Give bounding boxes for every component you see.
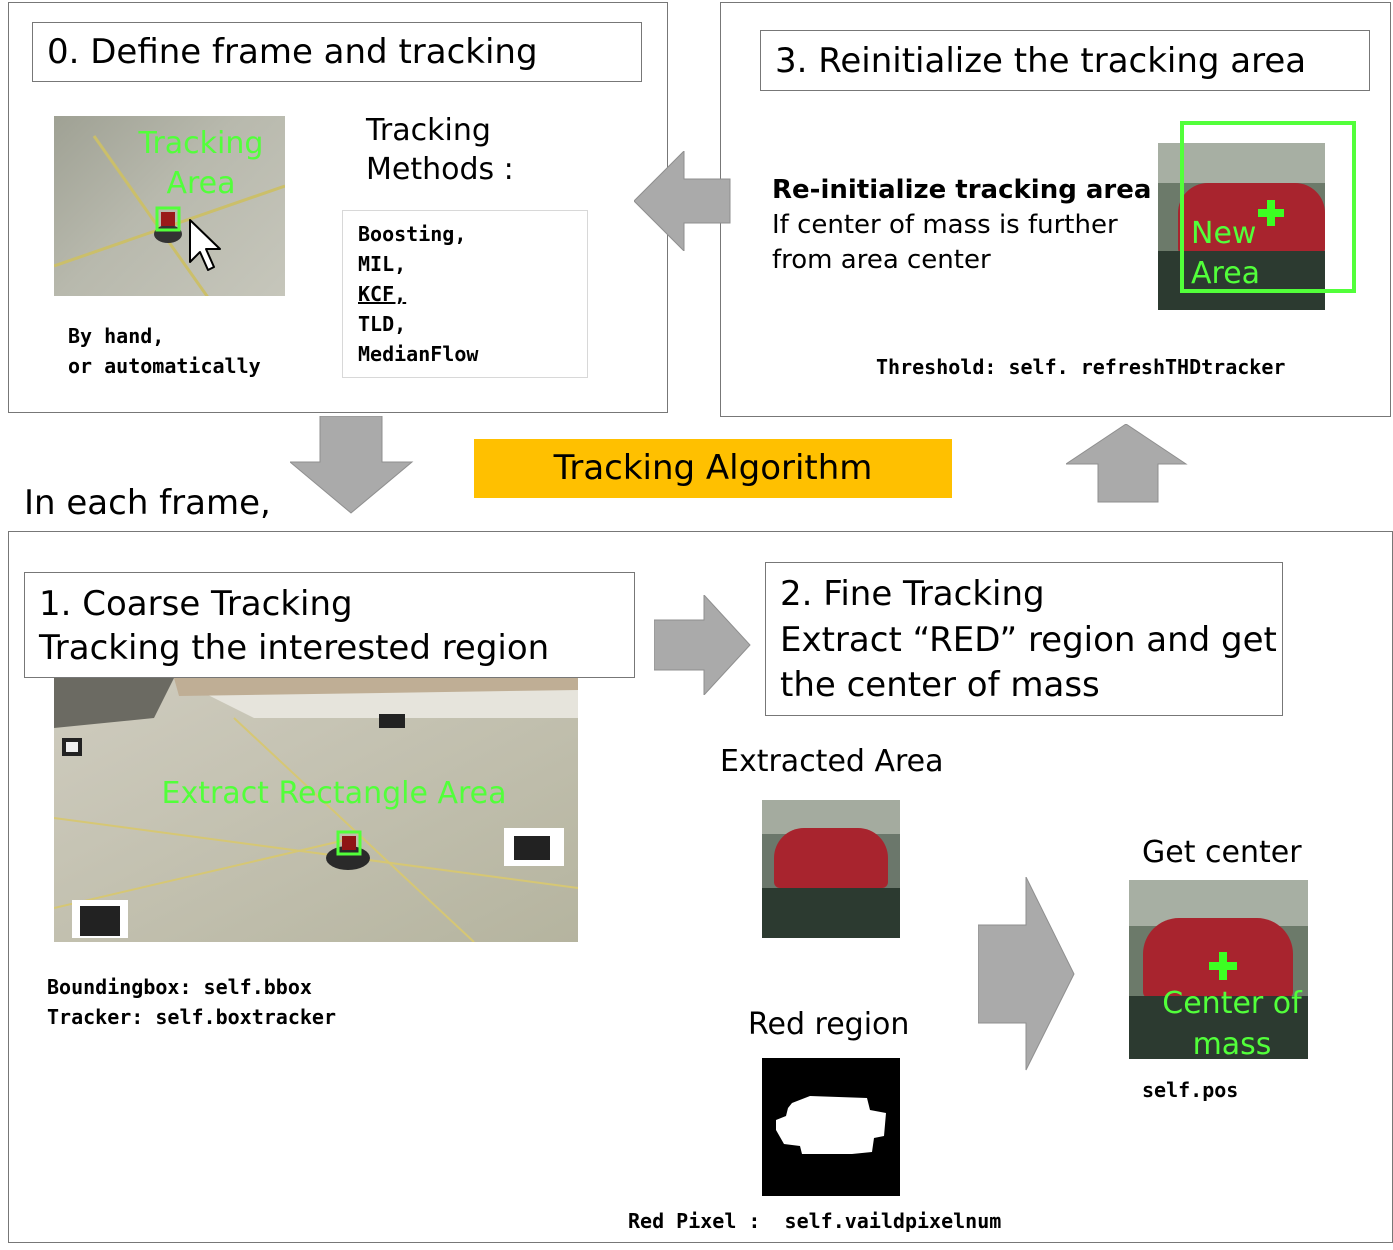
step1-subtitle: Tracking the interested region [39, 628, 550, 668]
step1-video-image: Extract Rectangle Area [54, 678, 578, 942]
step2-center-label: Get center [1142, 835, 1302, 870]
step2-red-pixel: Red Pixel : self.vaildpixelnum [628, 1209, 1002, 1233]
step2-red-label: Red region [748, 1007, 910, 1042]
arrow-right-icon [654, 595, 751, 695]
step3-new-area-rect [1180, 121, 1356, 293]
step3-image-label-line1: New [1191, 216, 1257, 251]
center-image-red [1143, 918, 1293, 998]
step0-methods-list: Boosting, MIL, KCF, TLD, MedianFlow [342, 210, 588, 378]
step3-image-dark [1158, 251, 1325, 310]
step3-title: 3. Reinitialize the tracking area [775, 41, 1307, 81]
step2-desc-line2: the center of mass [780, 665, 1100, 705]
step0-methods-heading-line2: Methods : [366, 152, 514, 187]
step3-desc-line2: from area center [772, 245, 991, 275]
step0-methods-heading-line1: Tracking [366, 113, 491, 148]
step2-center-image-line2: mass [1192, 1027, 1272, 1062]
step3-heading: Re-initialize tracking area [772, 175, 1152, 205]
step1-title: 1. Coarse Tracking [39, 584, 353, 624]
frame-label: In each frame, [24, 483, 271, 523]
method-boosting: Boosting, [358, 222, 467, 246]
step0-title: 0. Define frame and tracking [47, 32, 538, 72]
step1-title-box: 1. Coarse Tracking Tracking the interest… [24, 572, 635, 678]
crosshair-plus-icon [1209, 952, 1237, 980]
step1-tracker: Tracker: self.boxtracker [47, 1005, 336, 1029]
step2-pos: self.pos [1142, 1078, 1239, 1102]
step3-image-top [1158, 143, 1325, 183]
step2-extracted-image [762, 800, 900, 938]
method-mil: MIL, [358, 252, 407, 276]
step0-image-label-line2: Area [166, 166, 236, 201]
step0-image-label-line1: Tracking [138, 126, 264, 161]
arrow-down-icon [290, 416, 414, 514]
center-image-dark [1129, 996, 1308, 1059]
step2-title-box: 2. Fine Tracking Extract “RED” region an… [765, 562, 1283, 716]
method-kcf: KCF, [358, 282, 407, 306]
arrow-up-icon [1066, 424, 1188, 503]
step0-note-line1: By hand, [68, 324, 165, 348]
step2-center-image-line1: Center of [1162, 986, 1302, 1021]
cursor-icon [189, 219, 221, 271]
step0-tracking-image: Tracking Area [54, 116, 285, 296]
step0-image-floor [54, 135, 285, 296]
step3-threshold: Threshold: self. refreshTHDtracker [876, 355, 1286, 379]
method-tld: TLD, [358, 312, 407, 336]
arrow-left-icon [634, 151, 731, 251]
step2-desc-line1: Extract “RED” region and get [780, 620, 1277, 660]
step1-image-label: Extract Rectangle Area [161, 776, 507, 811]
extracted-image-dark [762, 888, 900, 938]
red-region-mask [776, 1096, 886, 1154]
step3-new-area-image [1158, 143, 1325, 310]
step2-extracted-label: Extracted Area [720, 744, 944, 779]
step0-title-box: 0. Define frame and tracking [32, 22, 642, 82]
step3-image-label-line2: Area [1191, 256, 1261, 291]
step3-image-red [1178, 183, 1325, 253]
method-medianflow: MedianFlow [358, 342, 479, 366]
step0-note-line2: or automatically [68, 354, 261, 378]
banner-label: Tracking Algorithm [553, 448, 873, 488]
extracted-image-red [774, 828, 888, 888]
step1-bbox: Boundingbox: self.bbox [47, 975, 312, 999]
arrow-right-icon [978, 877, 1075, 1071]
step2-red-region-image [762, 1058, 900, 1196]
step2-title: 2. Fine Tracking [780, 574, 1045, 614]
step3-desc-line1: If center of mass is further [772, 210, 1118, 240]
step1-image-scene [54, 678, 578, 942]
step3-title-box: 3. Reinitialize the tracking area [760, 30, 1370, 91]
crosshair-plus-icon [1258, 200, 1284, 226]
tracking-algorithm-banner: Tracking Algorithm [474, 439, 952, 498]
